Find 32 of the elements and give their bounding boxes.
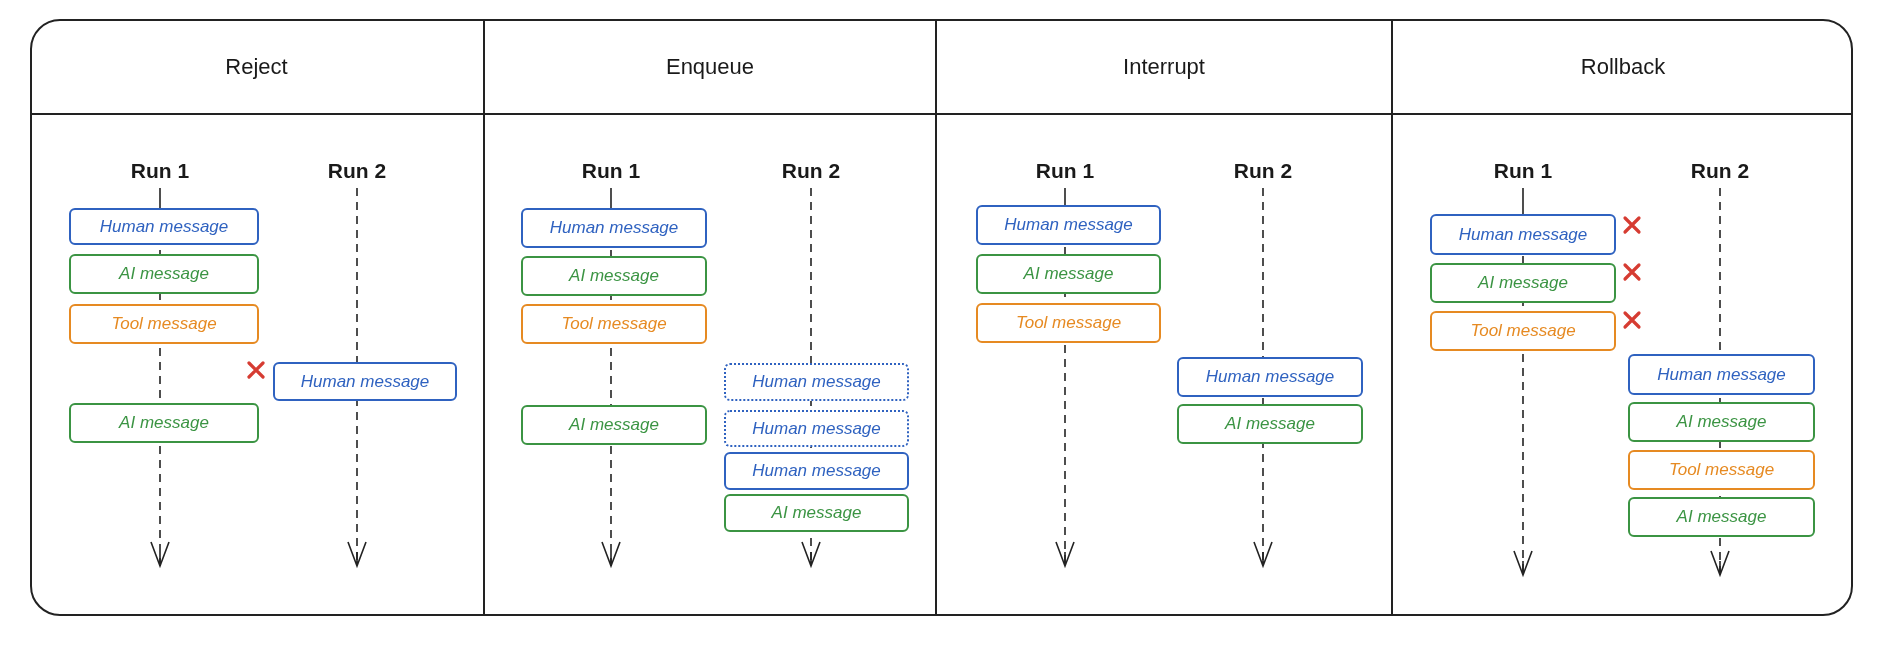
message-box: Tool message <box>521 304 707 344</box>
message-box: Human message <box>69 208 259 245</box>
message-box: Human message <box>976 205 1161 245</box>
message-box: AI message <box>976 254 1161 294</box>
message-box: Tool message <box>1628 450 1815 490</box>
panel <box>30 19 485 616</box>
message-box: AI message <box>521 256 707 296</box>
message-box: AI message <box>1628 497 1815 537</box>
message-box: Human message <box>724 452 909 490</box>
message-box: Human message <box>1628 354 1815 395</box>
message-box: Human message <box>1430 214 1616 255</box>
message-box: Tool message <box>69 304 259 344</box>
panel <box>485 19 937 616</box>
message-box: Human message <box>1177 357 1363 397</box>
message-box: Human message <box>724 363 909 401</box>
message-box: AI message <box>1628 402 1815 442</box>
message-box: AI message <box>1177 404 1363 444</box>
message-box: AI message <box>724 494 909 532</box>
panel-title: Interrupt <box>1123 52 1205 81</box>
panel-title: Enqueue <box>665 52 755 81</box>
message-box: AI message <box>69 254 259 294</box>
message-box: Human message <box>273 362 457 401</box>
message-box: AI message <box>69 403 259 443</box>
message-box: Tool message <box>1430 311 1616 351</box>
panel <box>937 19 1393 616</box>
message-box: Human message <box>724 410 909 447</box>
message-box: Human message <box>521 208 707 248</box>
panel-title: Reject <box>225 52 288 81</box>
panel-title: Rollback <box>1580 52 1666 81</box>
message-box: Tool message <box>976 303 1161 343</box>
message-box: AI message <box>1430 263 1616 303</box>
message-box: AI message <box>521 405 707 445</box>
